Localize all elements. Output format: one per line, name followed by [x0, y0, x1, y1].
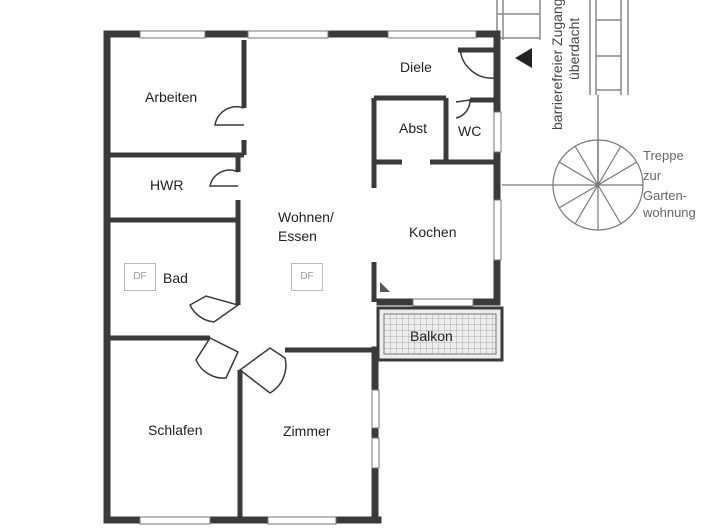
- room-label-abst: Abst: [399, 120, 428, 136]
- entrance-arrow-icon: [515, 48, 532, 68]
- room-label-diele: Diele: [400, 59, 432, 75]
- stair-label-line4: wohnung: [643, 205, 696, 220]
- room-label-wc: WC: [458, 123, 482, 139]
- inner-walls: [110, 40, 497, 520]
- room-label-arbeiten: Arbeiten: [145, 89, 198, 105]
- room-label-bad: Bad: [163, 270, 188, 286]
- stair-label-line2: zur: [643, 168, 662, 183]
- room-label-essen: Essen: [278, 228, 317, 244]
- room-label-schlafen: Schlafen: [148, 422, 203, 438]
- spiral-stair: [502, 139, 644, 231]
- entrance-label-line2: überdacht: [566, 17, 582, 80]
- stair-label-line3: Garten-: [643, 188, 688, 203]
- entrance-label-line1: barrierefreier Zugang: [549, 0, 565, 130]
- stair-label-line1: Treppe: [643, 148, 684, 163]
- df-marker-wohnen: DF: [291, 263, 323, 291]
- room-label-hwr: HWR: [150, 177, 184, 193]
- df-marker-bad: DF: [124, 263, 156, 291]
- room-label-zimmer: Zimmer: [283, 423, 331, 439]
- room-label-kochen: Kochen: [409, 224, 457, 240]
- balcony: [376, 306, 504, 362]
- room-label-balkon: Balkon: [410, 328, 453, 344]
- room-label-wohnen: Wohnen/: [278, 209, 334, 225]
- kitchen-corner-marker: [380, 282, 390, 292]
- windows: [139, 30, 502, 525]
- door-swings: [189, 47, 496, 394]
